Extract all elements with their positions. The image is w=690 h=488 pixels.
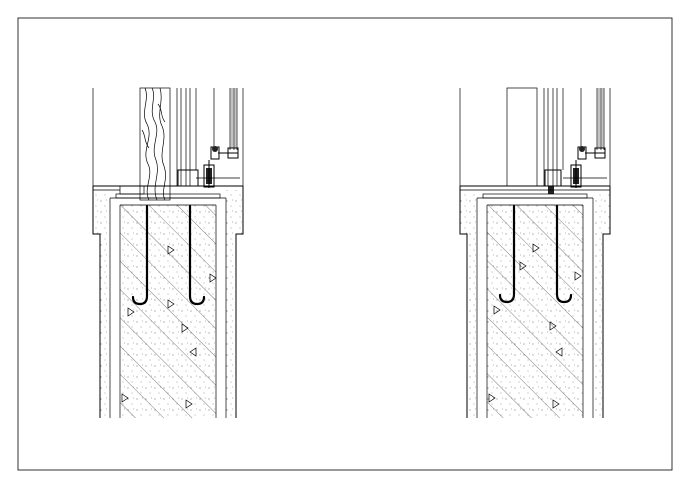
plain-panel — [506, 87, 538, 187]
drawing-frame — [17, 17, 673, 471]
wood-grain-panel — [139, 87, 171, 201]
left-detail — [92, 87, 244, 418]
bolt-nut-icon — [177, 146, 240, 188]
bolt-nut-icon — [544, 146, 607, 194]
j-hook-rebar-icon — [131, 204, 206, 306]
triangle-aggregate-icon — [121, 245, 217, 409]
j-hook-rebar-icon — [498, 204, 573, 304]
triangle-aggregate-icon — [488, 243, 582, 409]
right-detail — [459, 87, 611, 418]
